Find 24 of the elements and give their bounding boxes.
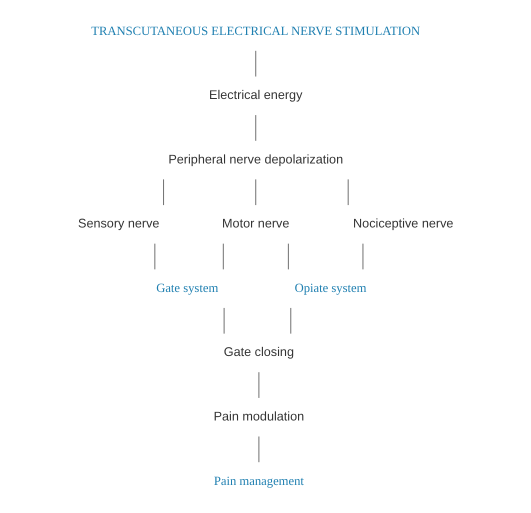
connector	[258, 436, 259, 462]
node-text: Gate closing	[223, 345, 294, 360]
node-text: TRANSCUTANEOUS ELECTRICAL NERVE STIMULATION	[90, 24, 420, 38]
node-text: Peripheral nerve depolarization	[168, 152, 343, 166]
node-text: Sensory nerve	[78, 216, 159, 231]
node-text: Pain management	[213, 474, 304, 488]
connector	[222, 244, 224, 270]
connector	[287, 244, 288, 270]
connector	[162, 179, 164, 206]
connector	[290, 308, 291, 334]
connector	[223, 308, 224, 334]
node-text: Motor nerve	[222, 216, 289, 231]
node-text: Nociceptive nerve	[352, 216, 453, 231]
connector	[254, 115, 256, 141]
connector	[258, 372, 259, 398]
node-text: Electrical energy	[208, 88, 302, 102]
connector	[362, 244, 363, 270]
connector	[254, 50, 256, 77]
node-text: Opiate system	[294, 280, 366, 295]
node-text: Pain modulation	[213, 409, 304, 424]
connector	[347, 179, 348, 206]
connector	[254, 179, 256, 206]
connector	[154, 244, 155, 270]
node-text: Gate system	[156, 280, 218, 295]
